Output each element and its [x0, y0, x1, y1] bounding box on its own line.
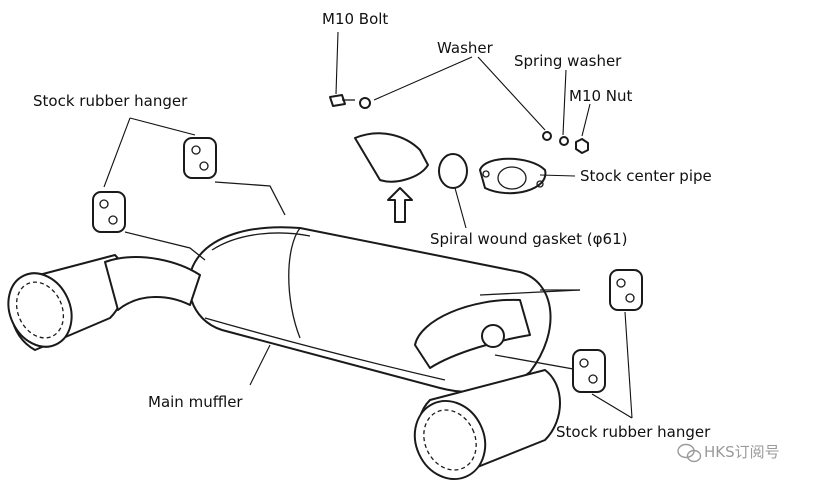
right-tailpipe-tip — [413, 369, 561, 480]
left-tailpipe-tip — [7, 254, 201, 351]
label-main-muffler: Main muffler — [148, 393, 243, 411]
right-bracket — [414, 289, 591, 373]
m10-nut-part — [575, 138, 589, 154]
wechat-icon — [677, 443, 702, 463]
spring-washer-part — [559, 136, 569, 146]
label-stock-rubber-hanger-top: Stock rubber hanger — [33, 92, 188, 110]
watermark-text: HKS订阅号 — [704, 443, 780, 461]
hanger-rod-left — [124, 231, 206, 261]
rubber-hanger-right-2 — [572, 349, 606, 393]
rubber-hanger-top-2 — [92, 191, 126, 233]
hanger-rod-top — [214, 181, 286, 216]
label-m10-nut: M10 Nut — [569, 87, 633, 105]
label-spring-washer: Spring washer — [514, 52, 622, 70]
label-m10-bolt: M10 Bolt — [322, 10, 388, 28]
rubber-hanger-right-1 — [609, 269, 643, 311]
label-spiral-wound-gasket: Spiral wound gasket (φ61) — [430, 230, 628, 248]
m10-bolt — [329, 94, 355, 107]
label-stock-center-pipe: Stock center pipe — [580, 167, 712, 185]
rubber-hanger-top-1 — [183, 137, 217, 179]
leader-lines — [103, 31, 633, 419]
washer-part — [359, 97, 371, 109]
center-pipe-assembly — [354, 132, 547, 195]
label-washer: Washer — [437, 39, 494, 57]
up-arrow-icon — [387, 187, 413, 223]
washer-part-2 — [542, 131, 552, 141]
label-stock-rubber-hanger-bottom: Stock rubber hanger — [556, 423, 711, 441]
watermark: HKS订阅号 — [677, 443, 780, 463]
